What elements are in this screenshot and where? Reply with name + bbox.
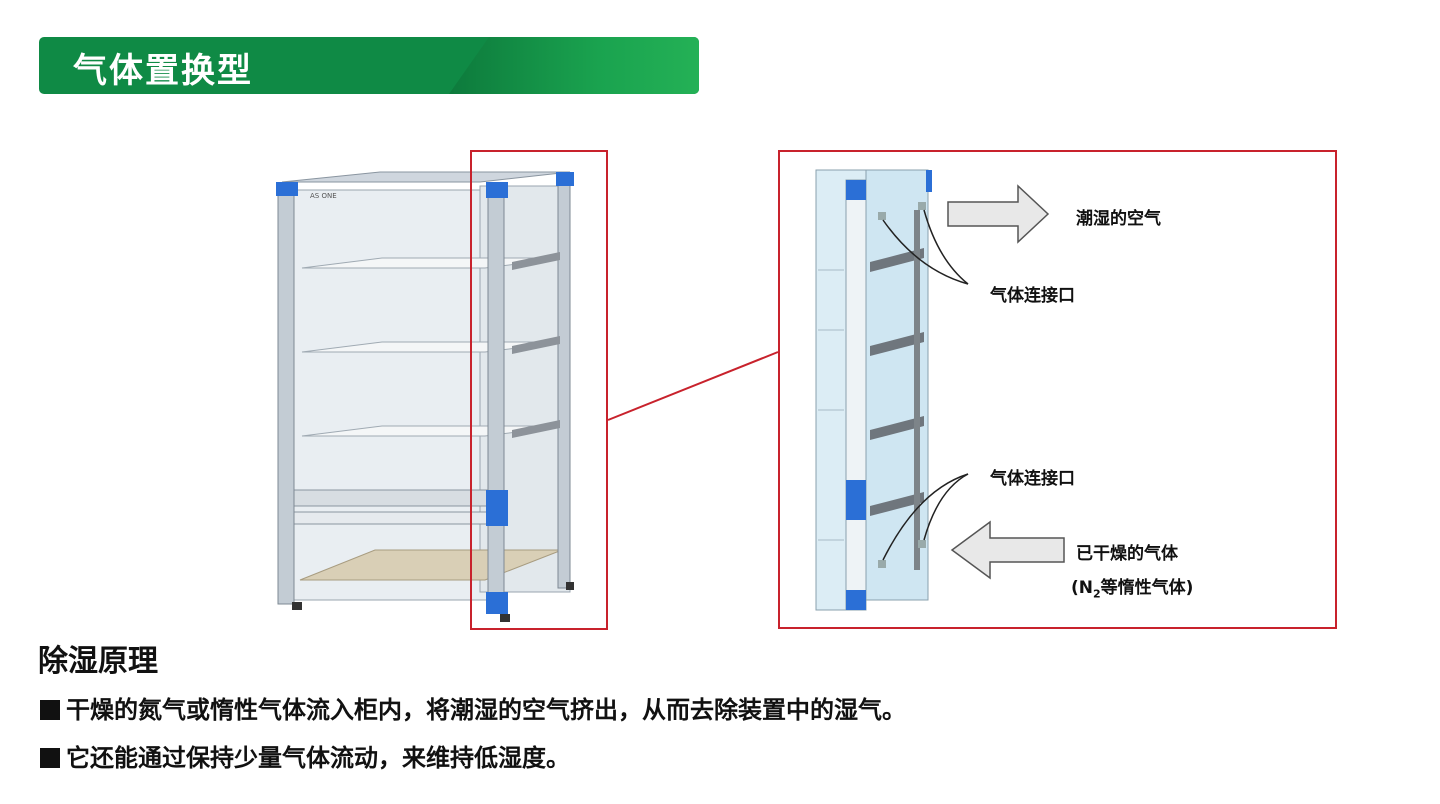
- label-humid-air: 潮湿的空气: [1076, 209, 1161, 229]
- bullet-text-1: 干燥的氮气或惰性气体流入柜内，将潮湿的空气挤出，从而去除装置中的湿气。: [66, 696, 906, 724]
- side-detail-panel: [778, 150, 1337, 629]
- label-gas-port-top: 气体连接口: [990, 286, 1075, 306]
- inert-gas-prefix: (N: [1071, 578, 1093, 598]
- highlight-frame: [470, 150, 608, 630]
- inert-gas-subscript: 2: [1093, 587, 1101, 601]
- svg-text:AS ONE: AS ONE: [310, 192, 337, 200]
- header-banner: 气体置换型: [39, 37, 699, 94]
- side-detail-illustration: [815, 169, 1065, 611]
- page-title: 气体置换型: [73, 51, 253, 91]
- bullet-item-2: 它还能通过保持少量气体流动，来维持低湿度。: [40, 738, 570, 773]
- banner-slant-decoration: [449, 37, 699, 94]
- inert-gas-suffix: 等惰性气体): [1100, 578, 1194, 598]
- section-title: 除湿原理: [38, 644, 158, 679]
- label-dry-gas: 已干燥的气体: [1076, 544, 1178, 564]
- bullet-text-2: 它还能通过保持少量气体流动，来维持低湿度。: [66, 744, 570, 772]
- label-gas-port-bottom: 气体连接口: [990, 469, 1075, 489]
- bullet-item-1: 干燥的氮气或惰性气体流入柜内，将潮湿的空气挤出，从而去除装置中的湿气。: [40, 690, 906, 725]
- square-bullet-icon: [40, 748, 60, 768]
- desiccator-cabinet-image: AS ONE: [276, 171, 574, 622]
- label-inert-gas: (N2等惰性气体): [1071, 573, 1193, 600]
- square-bullet-icon: [40, 700, 60, 720]
